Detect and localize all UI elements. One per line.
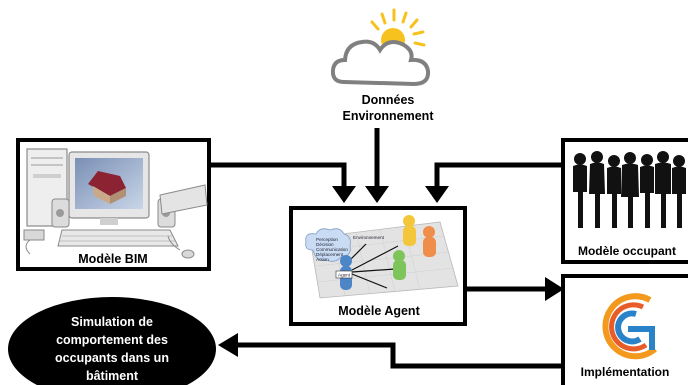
computer-icon — [23, 148, 208, 259]
bim-to-agent-line — [209, 162, 347, 190]
connectors — [209, 128, 563, 369]
occupant-node: Modèle occupant — [561, 138, 688, 264]
occupant-arrowhead — [425, 186, 449, 203]
agent-perception-text: Perception — [316, 237, 338, 242]
sim-line4: bâtiment — [86, 369, 139, 383]
occupant-to-agent-line — [434, 162, 563, 190]
impl-box — [561, 274, 688, 385]
implementation-logo-icon — [602, 293, 657, 360]
sim-line2: comportement des — [56, 333, 168, 347]
arrowheads — [218, 186, 564, 357]
bim-arrowhead — [332, 186, 356, 203]
impl-arrowhead — [545, 277, 564, 301]
env-node: Données Environnement — [330, 8, 435, 123]
env-arrowhead — [365, 186, 389, 203]
agent-illustration: Perception Décision Communication Déplac… — [305, 215, 459, 299]
bim-node: Modèle BIM — [16, 138, 211, 271]
occupant-label: Modèle occupant — [578, 244, 676, 258]
agent-figure-green — [393, 250, 406, 280]
agent-figure-yellow — [403, 215, 416, 246]
env-label-line2: Environnement — [343, 109, 435, 123]
sim-line1: Simulation de — [71, 315, 153, 329]
agent-deplacement-text: Déplacement — [316, 252, 344, 257]
agent-communication-text: Communication — [316, 247, 348, 252]
agent-node: Perception Décision Communication Déplac… — [289, 206, 467, 326]
impl-node: Implémentation — [561, 274, 688, 385]
env-label-line1: Données — [362, 93, 415, 107]
agent-action-text: Action — [316, 257, 329, 262]
agent-decision-text: Décision — [316, 242, 334, 247]
sim-line3: occupants dans un — [55, 351, 169, 365]
impl-label: Implémentation — [581, 365, 670, 379]
agent-environment-text: Environnement — [353, 235, 385, 240]
sim-node: Simulation de comportement des occupants… — [8, 297, 216, 385]
sim-ellipse — [8, 297, 216, 385]
agent-label: Modèle Agent — [338, 304, 420, 318]
sim-arrowhead — [218, 333, 238, 357]
agent-agent-text: Agent — [338, 273, 351, 278]
impl-to-sim-line — [232, 342, 562, 369]
people-silhouettes-icon — [573, 151, 686, 228]
bim-label: Modèle BIM — [78, 252, 147, 266]
agent-figure-orange — [423, 226, 436, 257]
cloud-icon — [330, 39, 431, 87]
